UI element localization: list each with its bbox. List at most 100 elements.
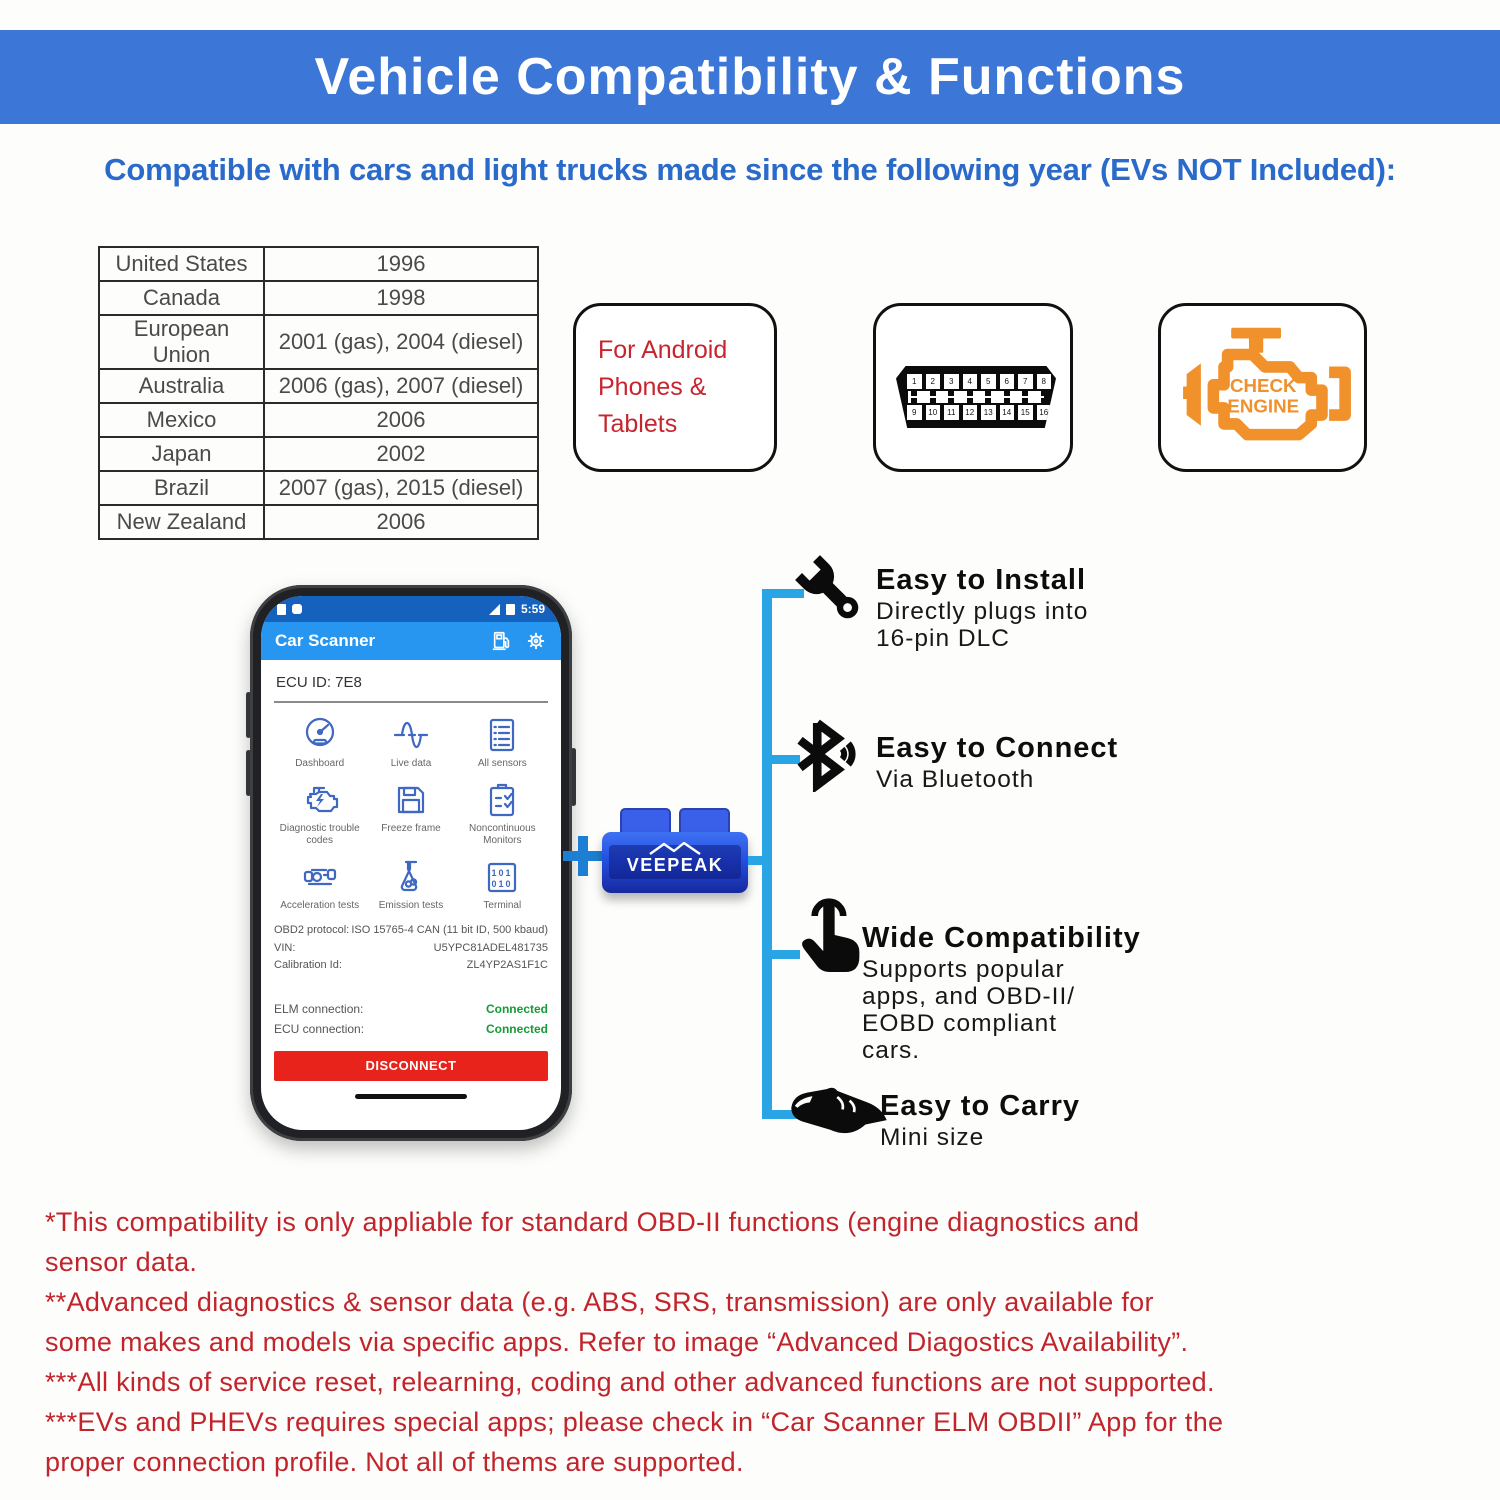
year-cell: 2006 <box>263 402 539 438</box>
info-row: VIN: U5YPC81ADEL481735 <box>274 941 548 954</box>
feature-title: Easy to Install <box>876 564 1087 596</box>
app-title: Car Scanner <box>275 631 376 650</box>
feature-desc: Supports popular apps, and OBD-II/ EOBD … <box>862 956 1076 1064</box>
grid-item-dashboard[interactable]: Dashboard <box>274 715 365 770</box>
tap-icon <box>802 898 860 973</box>
feature-title: Wide Compatibility <box>862 922 1141 954</box>
signal-icon <box>488 603 500 615</box>
feature-desc: Mini size <box>880 1124 985 1151</box>
compatibility-subtitle: Compatible with cars and light trucks ma… <box>104 152 1396 187</box>
bluetooth-icon <box>797 719 856 792</box>
grid-item-emission-tests[interactable]: Emission tests <box>365 857 456 912</box>
connector-branch-line <box>762 1110 804 1119</box>
connector-trunk-line <box>762 589 772 1119</box>
region-cell: Canada <box>98 280 265 316</box>
carry-hand-icon <box>791 1087 887 1134</box>
connection-status: ELM connection: Connected ECU connection… <box>274 999 548 1039</box>
dashboard-icon <box>305 717 334 747</box>
feature-title: Easy to Connect <box>876 732 1119 764</box>
grid-item-noncontinuous-monitors[interactable]: Noncontinuous Monitors <box>457 780 548 847</box>
freeze-frame-icon <box>397 786 425 814</box>
svg-text:ENGINE: ENGINE <box>1227 395 1299 416</box>
region-cell: New Zealand <box>98 504 265 540</box>
svg-text:010: 010 <box>492 879 513 889</box>
status-badge: Connected <box>485 1001 548 1016</box>
check-engine-icon: CHECK ENGINE <box>1183 327 1351 441</box>
obd-connector-badge: 1 2 3 4 5 6 7 8 9 10 11 12 13 14 15 16 <box>873 303 1073 472</box>
feature-desc: Via Bluetooth <box>876 766 1035 793</box>
check-engine-badge: CHECK ENGINE <box>1158 303 1367 472</box>
svg-text:CHECK: CHECK <box>1230 375 1297 396</box>
protocol-info: OBD2 protocol: ISO 15765-4 CAN (11 bit I… <box>274 922 548 975</box>
clock-time: 5:59 <box>520 602 545 616</box>
android-badge-line1: For Android <box>598 336 728 364</box>
footnote-line: **Advanced diagnostics & sensor data (e.… <box>45 1287 1154 1317</box>
diagnostic-trouble-codes-icon <box>306 786 338 813</box>
app-function-grid: Dashboard Live data <box>274 715 548 912</box>
connector-branch-line <box>772 950 800 959</box>
phone-power-button <box>571 748 576 806</box>
home-indicator <box>355 1093 467 1099</box>
region-cell: European Union <box>98 314 265 370</box>
obd-connector-icon: 1 2 3 4 5 6 7 8 9 10 11 12 13 14 15 16 <box>896 366 1056 428</box>
year-cell: 2002 <box>263 436 539 472</box>
footnote-line: *This compatibility is only appliable fo… <box>45 1207 1140 1237</box>
region-cell: United States <box>98 246 265 282</box>
footnote-line: ***All kinds of service reset, relearnin… <box>45 1367 1215 1397</box>
grid-item-live-data[interactable]: Live data <box>365 715 456 770</box>
phone-volume-button <box>246 750 251 796</box>
footnote-line: ***EVs and PHEVs requires special apps; … <box>45 1407 1224 1437</box>
app-bar: Car Scanner <box>261 622 561 660</box>
fuel-icon[interactable] <box>491 630 513 652</box>
notification-icon <box>277 603 286 615</box>
plus-icon <box>578 836 588 876</box>
grid-item-freeze-frame[interactable]: Freeze frame <box>365 780 456 847</box>
app-content: ECU ID: 7E8 Dashboard <box>261 660 561 1130</box>
footnote-line: proper connection profile. Not all of th… <box>45 1447 744 1477</box>
connector-branch-line <box>772 755 800 764</box>
footnote-line: some makes and models via specific apps.… <box>45 1327 1189 1357</box>
year-cell: 2006 (gas), 2007 (diesel) <box>263 368 539 404</box>
terminal-icon: 101 010 <box>488 862 517 893</box>
obd-dongle: VEEPEAK <box>602 832 748 893</box>
header-bar: Vehicle Compatibility & Functions <box>0 30 1500 124</box>
info-row: Calibration Id: ZL4YP2AS1F1C <box>274 959 548 971</box>
phone-volume-button <box>246 692 251 738</box>
year-cell: 2007 (gas), 2015 (diesel) <box>263 470 539 506</box>
live-data-icon <box>393 721 429 749</box>
disconnect-button[interactable]: DISCONNECT <box>274 1050 548 1081</box>
gear-icon[interactable] <box>525 630 547 652</box>
region-cell: Japan <box>98 436 265 472</box>
emission-tests-icon <box>400 860 418 892</box>
noncontinuous-monitors-icon <box>490 783 515 817</box>
mountain-logo-icon <box>649 842 701 855</box>
feature-title: Easy to Carry <box>880 1090 1080 1122</box>
android-badge: For Android Phones & Tablets <box>573 303 777 472</box>
page-title: Vehicle Compatibility & Functions <box>314 48 1186 106</box>
year-cell: 1996 <box>263 246 539 282</box>
info-row: OBD2 protocol: ISO 15765-4 CAN (11 bit I… <box>274 924 548 936</box>
lock-icon <box>505 603 515 615</box>
year-cell: 2001 (gas), 2004 (diesel) <box>263 314 539 370</box>
acceleration-tests-icon <box>303 868 336 886</box>
connection-row: ELM connection: Connected <box>274 999 548 1019</box>
region-cell: Australia <box>98 368 265 404</box>
wrench-icon <box>795 555 859 619</box>
grid-item-diagnostic-trouble-codes[interactable]: Diagnostic trouble codes <box>274 780 365 847</box>
status-bar: 5:59 <box>261 596 561 622</box>
footnotes: *This compatibility is only appliable fo… <box>45 1202 1475 1482</box>
status-badge: Connected <box>485 1021 548 1036</box>
grid-item-terminal[interactable]: 101 010 Terminal <box>457 857 548 912</box>
all-sensors-icon <box>490 718 515 752</box>
grid-item-all-sensors[interactable]: All sensors <box>457 715 548 770</box>
grid-item-acceleration-tests[interactable]: Acceleration tests <box>274 857 365 912</box>
year-cell: 2006 <box>263 504 539 540</box>
footnote-line: sensor data. <box>45 1247 198 1277</box>
